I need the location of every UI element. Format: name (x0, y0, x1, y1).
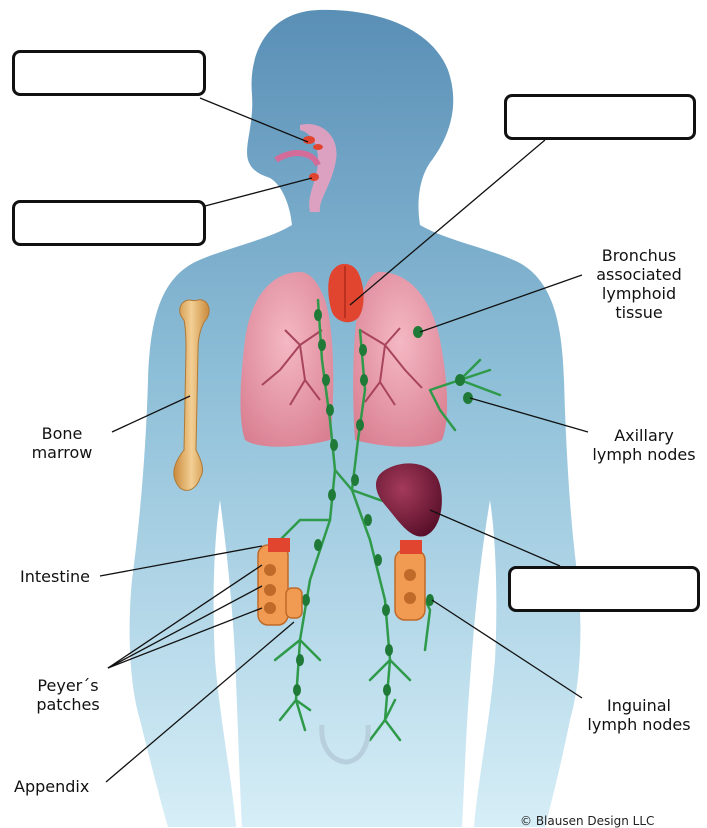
label-inguinal: Inguinal lymph nodes (580, 696, 698, 734)
answer-box-adenoids[interactable] (12, 200, 206, 246)
credit-text: © Blausen Design LLC (520, 814, 654, 828)
label-peyers: Peyer´s patches (20, 676, 116, 714)
answer-box-spleen[interactable] (508, 566, 700, 612)
label-axillary: Axillary lymph nodes (585, 426, 703, 464)
answer-box-tonsils[interactable] (12, 50, 206, 96)
label-bone-marrow: Bone marrow (22, 424, 102, 462)
label-intestine: Intestine (20, 567, 90, 586)
label-bronchus: Bronchus associated lymphoid tissue (584, 246, 694, 322)
answer-box-thymus[interactable] (504, 94, 696, 140)
label-appendix: Appendix (14, 777, 89, 796)
